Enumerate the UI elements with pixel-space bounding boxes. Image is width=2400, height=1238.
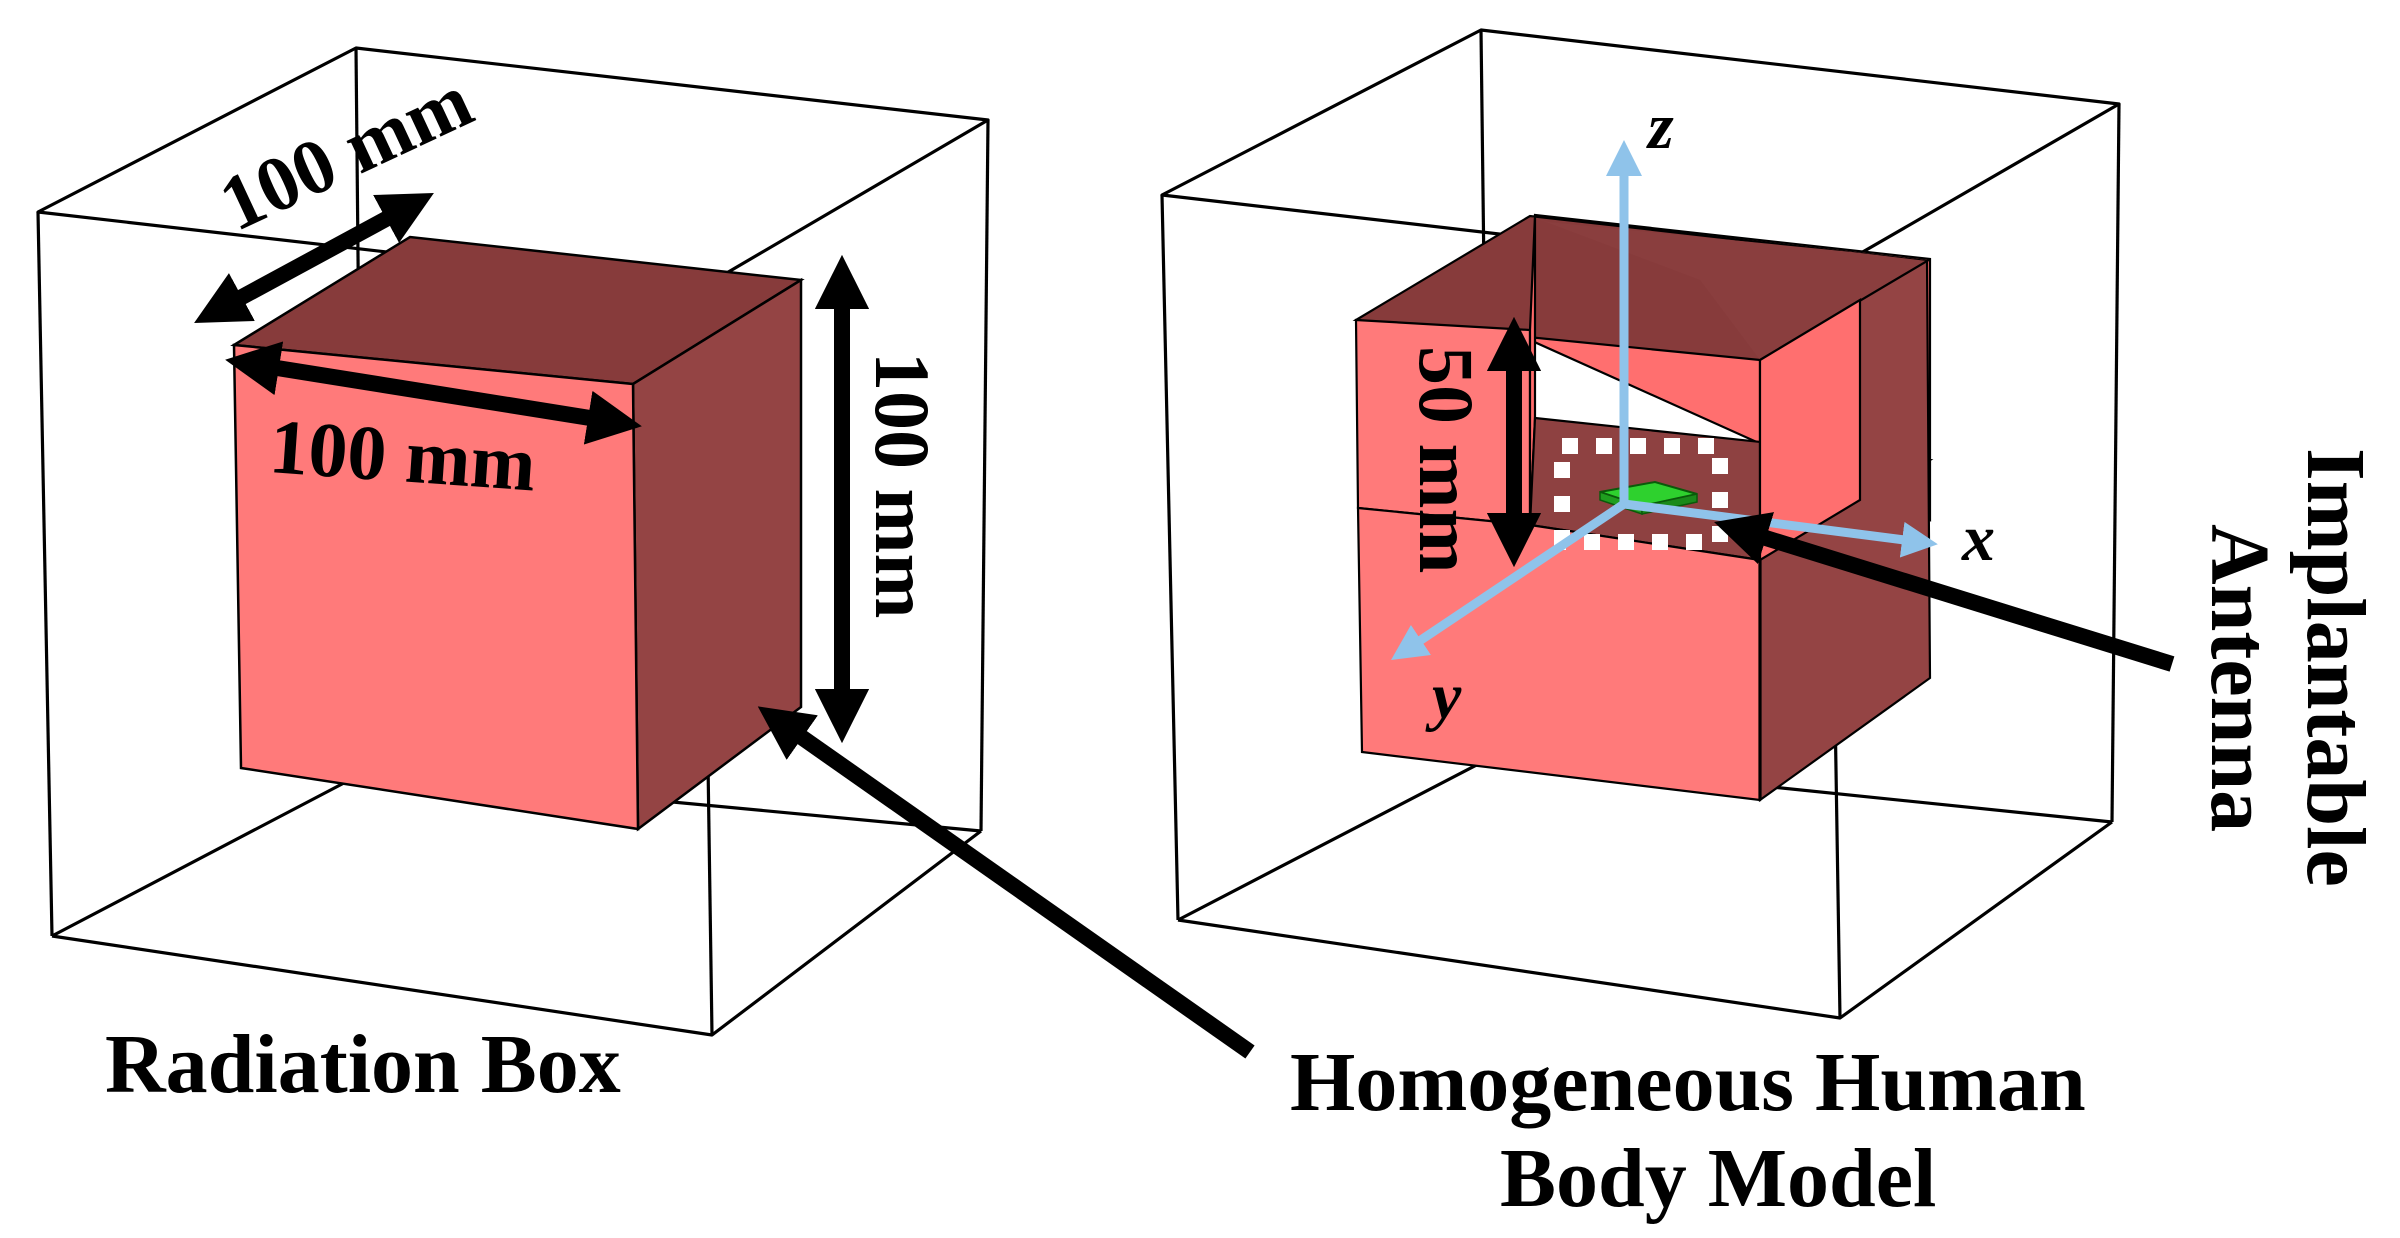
body-model-caption-line2: Body Model	[1500, 1132, 1936, 1225]
dimension-label-front: 100 mm	[267, 402, 539, 507]
double-arrow-icon	[194, 193, 434, 323]
dimension-label-top: 100 mm	[206, 56, 484, 247]
left-panel: 100 mm 100 mm 100 mm Radiation Box	[36, 46, 990, 1111]
dimension-label-side: 100 mm	[859, 352, 946, 618]
right-panel: z x y 50 mm Implantable Antenna	[1160, 28, 2382, 1020]
antenna-label-line1: Implantable	[2289, 448, 2382, 887]
cut-right-wall	[1758, 298, 1862, 562]
pointer-arrow-icon	[757, 706, 1255, 1059]
axis-arrow-icon	[1391, 500, 1627, 661]
double-arrow-icon	[225, 341, 642, 445]
antenna-highlight-box	[1554, 438, 1728, 550]
axis-label-y: y	[1425, 660, 1462, 733]
pointer-arrow-icon	[1714, 512, 2175, 672]
antenna-label-line2: Antenna	[2193, 524, 2286, 832]
dimension-label-half: 50 mm	[1403, 346, 1490, 573]
axis-label-x: x	[1961, 502, 1995, 575]
axis-label-z: z	[1646, 90, 1674, 163]
body-model-cutaway	[1352, 213, 1934, 803]
body-model-caption-line1: Homogeneous Human	[1290, 1036, 2086, 1129]
radiation-box-caption: Radiation Box	[105, 1018, 621, 1111]
cube-top-back-strip	[1530, 216, 1927, 360]
body-model-cube	[230, 235, 805, 832]
